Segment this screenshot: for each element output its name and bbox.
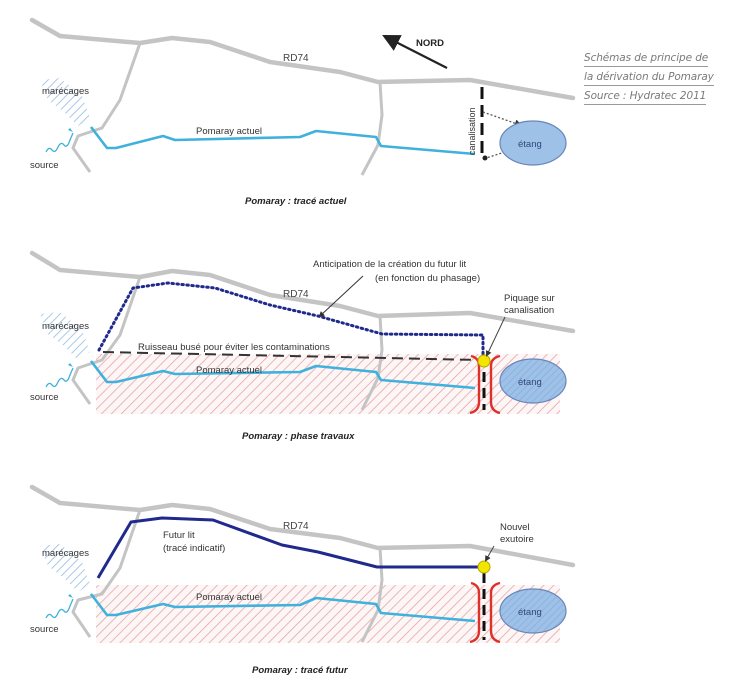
source-squiggle-icon (45, 598, 74, 619)
source-label: source (30, 392, 59, 403)
panel-title: Pomaray : phase travaux (242, 431, 355, 442)
culvert-annotation: Ruisseau busé pour éviter les contaminat… (138, 342, 330, 353)
marsh-label: marécages (42, 86, 89, 97)
pond-label: étang (518, 139, 542, 150)
side-road-east (360, 81, 384, 176)
marsh-label: marécages (42, 548, 89, 559)
panel-current-route: RD74 NORD marécages source Pomaray actue… (29, 17, 576, 207)
future-bed-annotation-line1: Anticipation de la création du futur lit (313, 259, 467, 270)
future-bed (96, 516, 483, 579)
outlet-annotation-line1: Nouvel (500, 522, 530, 533)
panel-future-route: RD74 Futur lit (tracé indicatif) marécag… (29, 484, 576, 676)
caption-line-1: Schémas de principe de (584, 50, 708, 67)
road-label: RD74 (283, 521, 309, 532)
figure-caption: Schémas de principe de la dérivation du … (584, 49, 734, 106)
tap-annotation-line1: Piquage sur (504, 293, 555, 304)
pond (499, 358, 567, 404)
river-current (89, 360, 476, 390)
future-bed-annotation-line1: Futur lit (163, 530, 195, 541)
road-label: RD74 (283, 53, 309, 64)
outlet-leader (485, 545, 495, 562)
source-label: source (30, 624, 59, 635)
future-bed-annotation-line2: (en fonction du phasage) (375, 273, 480, 284)
marsh-label: marécages (42, 321, 89, 332)
pond-to-pipe-arrow (485, 151, 506, 159)
culvert-buse (102, 351, 481, 361)
pond (499, 120, 567, 166)
bracket-left (469, 581, 481, 644)
side-road-west (71, 509, 142, 638)
tap-annotation-line2: canalisation (504, 305, 554, 316)
pipe-label: canalisation (467, 107, 477, 155)
pond-label: étang (518, 377, 542, 388)
road-rd74 (29, 484, 576, 568)
river-current (89, 126, 476, 156)
source-label: source (30, 160, 59, 171)
north-arrow-icon (382, 35, 448, 69)
pipe-to-pond-arrow (482, 111, 523, 127)
marsh-hatch (40, 78, 90, 126)
pond-label: étang (518, 607, 542, 618)
road-rd74 (29, 250, 576, 334)
bracket-right (489, 354, 501, 415)
source-squiggle-icon (45, 132, 74, 153)
road-rd74 (29, 17, 576, 101)
bracket-left (469, 354, 481, 415)
future-bed-anticipation (97, 281, 485, 357)
future-bed-annotation-line2: (tracé indicatif) (163, 543, 225, 554)
side-road-west (71, 42, 142, 173)
bracket-right (489, 581, 501, 644)
river-current-label: Pomaray actuel (196, 126, 262, 137)
north-label: NORD (416, 38, 444, 49)
tap-point (477, 354, 491, 368)
river-current (89, 593, 476, 623)
outlet-annotation-line2: exutoire (500, 534, 534, 545)
future-bed-leader (318, 275, 364, 318)
caption-line-3: Source : Hydratec 2011 (584, 88, 706, 105)
tap-leader (486, 316, 506, 357)
source-squiggle-icon (45, 367, 74, 388)
panel-title: Pomaray : tracé futur (252, 665, 349, 676)
river-current-label: Pomaray actuel (196, 365, 262, 376)
marsh-hatch (40, 312, 90, 360)
river-current-label: Pomaray actuel (196, 592, 262, 603)
panel-works-phase: RD74 marécages source Pomaray actuel éta… (29, 250, 576, 442)
caption-line-2: la dérivation du Pomaray (584, 69, 714, 86)
road-label: RD74 (283, 289, 309, 300)
outlet-point (477, 560, 491, 574)
marsh-hatch (40, 544, 90, 592)
side-road-west (71, 276, 142, 405)
side-road-east (360, 547, 384, 643)
panel-title: Pomaray : tracé actuel (245, 196, 347, 207)
pond (499, 588, 567, 634)
